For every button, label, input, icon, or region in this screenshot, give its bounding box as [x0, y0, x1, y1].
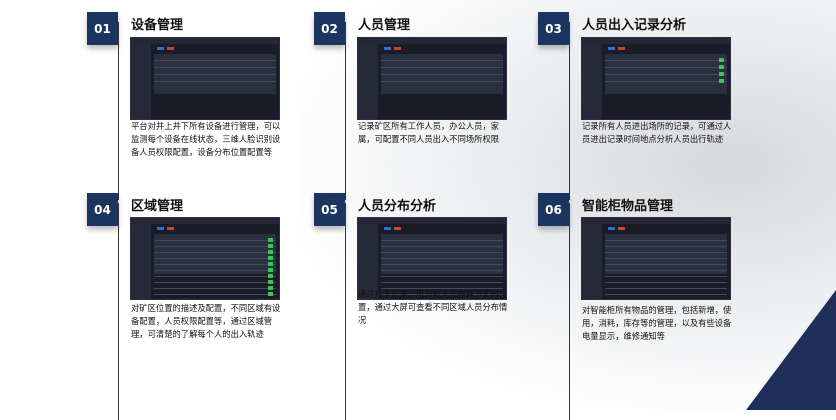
card-description: 记录矿区所有工作人员，办公人员，家属，可配置不同人员出入不同场所权限 [358, 121, 500, 144]
table-row [605, 294, 727, 295]
table-row [381, 240, 503, 241]
status-badge [268, 292, 273, 296]
table-row [154, 288, 276, 289]
table-row [154, 264, 276, 265]
card-description: 平台对井上井下所有设备进行管理，可以监测每个设备在线状态，三维人脸识别设备人员权… [131, 121, 281, 157]
table-row [154, 246, 276, 247]
table-row [605, 246, 727, 247]
card-description: 对矿区位置的描述及配置，不同区域有设备配置，人员权限配置等，通过区域管理，可清楚… [131, 303, 281, 339]
card-number: 04 [87, 193, 118, 226]
card-title: 人员分布分析 [358, 199, 437, 214]
table-row [605, 81, 727, 82]
table-row [381, 60, 503, 61]
card-title: 人员出入记录分析 [582, 18, 687, 33]
table-row [381, 246, 503, 247]
screenshot-preview [357, 217, 507, 300]
status-badge [268, 250, 273, 254]
card-number: 03 [538, 12, 569, 45]
table-row [154, 252, 276, 253]
status-badge [719, 79, 724, 83]
divider [345, 22, 346, 200]
status-badge [719, 58, 724, 62]
table-row [605, 264, 727, 265]
card-title: 设备管理 [131, 18, 184, 33]
divider [345, 203, 346, 420]
table-row [154, 74, 276, 75]
table-row [381, 276, 503, 277]
table-row [154, 276, 276, 277]
table-row [381, 67, 503, 68]
card-number: 05 [314, 193, 345, 226]
card-description: 通过打卡记录，可分析人员在井下实时位置，通过大屏可查看不同区域人员分布情况 [358, 289, 508, 325]
status-badge [268, 244, 273, 248]
status-badge [719, 65, 724, 69]
table-row [154, 294, 276, 295]
status-badge [268, 286, 273, 290]
card-description: 记录所有人员进出场所的记录，可通过人员进出记录时间地点分析人员出行轨迹 [582, 121, 732, 144]
card-number: 01 [87, 12, 118, 45]
status-badge [268, 238, 273, 242]
card-title: 智能柜物品管理 [582, 199, 674, 214]
table-row [381, 294, 503, 295]
card-description: 对智能柜所有物品的管理，包括新增，使用，消耗，库存等的管理，以及有些设备电量显示… [582, 305, 732, 341]
status-badge [719, 72, 724, 76]
table-row [381, 264, 503, 265]
table-row [154, 258, 276, 259]
table-row [154, 81, 276, 82]
card-number: 02 [314, 12, 345, 45]
table-row [605, 252, 727, 253]
screenshot-preview [130, 37, 280, 120]
screenshot-preview [581, 37, 731, 120]
table-row [154, 240, 276, 241]
status-badge [268, 268, 273, 272]
table-row [381, 270, 503, 271]
status-badge [268, 256, 273, 260]
table-row [605, 74, 727, 75]
table-row [605, 288, 727, 289]
table-row [605, 67, 727, 68]
screenshot-preview [357, 37, 507, 120]
table-row [154, 67, 276, 68]
card-title: 区域管理 [131, 199, 184, 214]
table-row [381, 252, 503, 253]
divider [118, 22, 119, 200]
status-badge [268, 280, 273, 284]
status-badge [268, 274, 273, 278]
card-number: 06 [538, 193, 569, 226]
divider [569, 203, 570, 420]
table-row [605, 240, 727, 241]
card-title: 人员管理 [358, 18, 411, 33]
table-row [154, 60, 276, 61]
screenshot-preview [581, 217, 731, 300]
divider [569, 22, 570, 200]
table-row [381, 282, 503, 283]
table-row [605, 282, 727, 283]
status-badge [268, 262, 273, 266]
table-row [381, 288, 503, 289]
divider [118, 203, 119, 420]
table-row [381, 81, 503, 82]
table-row [154, 282, 276, 283]
corner-decoration [746, 290, 836, 410]
table-row [605, 276, 727, 277]
screenshot-preview [130, 217, 280, 300]
table-row [381, 74, 503, 75]
table-row [381, 258, 503, 259]
table-row [605, 270, 727, 271]
table-row [605, 258, 727, 259]
table-row [154, 270, 276, 271]
table-row [605, 60, 727, 61]
